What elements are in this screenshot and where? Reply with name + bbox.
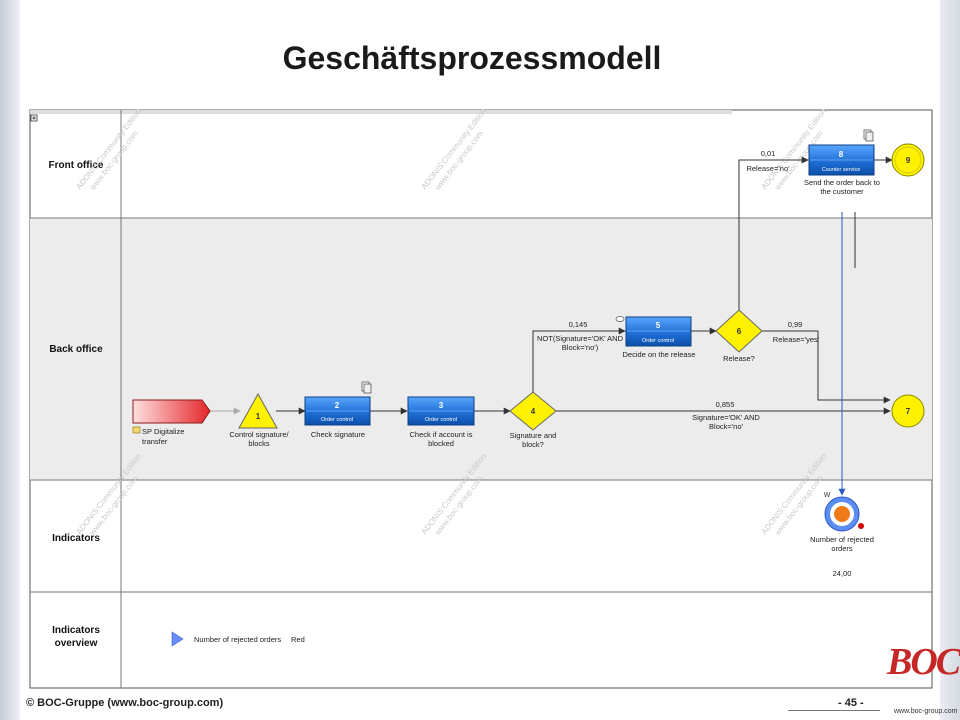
document-icon <box>863 129 874 142</box>
indicator-flag: W <box>824 492 831 499</box>
edge-label-001: 0,01 <box>761 149 776 158</box>
lane-label-back-office: Back office <box>49 344 103 355</box>
edge-label-099: 0,99 <box>788 320 803 329</box>
document-icon <box>361 381 372 394</box>
end-event-7[interactable]: 7 <box>891 394 925 428</box>
decision-4-number: 4 <box>531 407 536 416</box>
decision-6-number: 6 <box>737 327 742 336</box>
indicator-value: 24,00 <box>833 569 852 578</box>
activity-5-number: 5 <box>656 321 661 330</box>
activity-3-label-box: Check if account is blocked <box>409 430 473 448</box>
activity-2-label: Check signature <box>311 430 365 439</box>
activity-5-label: Decide on the release <box>622 350 696 359</box>
connectors <box>210 156 893 496</box>
right-decor-strip <box>940 0 960 720</box>
folder-icon <box>132 426 141 434</box>
edge-label-0145: 0,145 <box>569 320 588 329</box>
activity-3-number: 3 <box>439 401 444 410</box>
edge-d6-a8 <box>738 156 809 310</box>
indicator-label: Number of rejected orders <box>810 535 874 553</box>
start-process-interface[interactable] <box>132 399 211 424</box>
play-icon <box>171 631 184 647</box>
start-label-2: transfer <box>142 437 168 446</box>
edge-label-0855: 0,855 <box>716 400 735 409</box>
decision-6[interactable]: 6 <box>715 309 763 353</box>
start-label: SP Digitalize <box>142 427 184 436</box>
activity-2-tag: Order control <box>321 417 353 423</box>
decision-6-label: Release? <box>723 354 755 363</box>
decision-4[interactable]: 4 <box>509 391 557 431</box>
decision-4-label: Signature and block? <box>509 431 557 449</box>
decision-1-label: Control signature/ blocks <box>229 430 289 448</box>
decision-1-label-box: Control signature/ blocks <box>229 430 289 448</box>
activity-3-label: Check if account is blocked <box>409 430 473 448</box>
lane-label-front-office: Front office <box>49 160 104 171</box>
lane-label-indicators-overview-box: Indicators overview <box>52 625 100 649</box>
activity-3[interactable]: 3 Order control <box>407 396 475 426</box>
edge-cond-0855-box: Signature='OK' AND Block='no' <box>692 413 760 431</box>
indicator-label-box: Number of rejected orders <box>810 535 874 553</box>
activity-5-tag: Order control <box>642 338 674 344</box>
decision-1-number: 1 <box>256 412 261 421</box>
decision-4-label-box: Signature and block? <box>509 431 557 449</box>
activity-8-tag: Counter service <box>822 167 861 173</box>
lane-label-indicators-overview: Indicators overview <box>52 625 100 649</box>
lane-label-indicators: Indicators <box>52 533 100 544</box>
activity-3-tag: Order control <box>425 417 457 423</box>
swimlane-frame <box>29 109 933 689</box>
activity-8-number: 8 <box>839 150 844 159</box>
activity-8-label: Send the order back to the customer <box>804 178 880 196</box>
activity-8[interactable]: 8 Counter service <box>808 144 875 176</box>
edge-cond-099: Release='yes' <box>773 335 820 344</box>
edge-cond-0145-box: NOT(Signature='OK' AND Block='no') <box>536 334 624 352</box>
edge-d6-e7 <box>762 330 891 404</box>
activity-5[interactable]: 5 Order control <box>625 316 692 347</box>
footer-copyright: © BOC-Gruppe (www.boc-group.com) <box>26 697 224 709</box>
indicator-status-dot <box>858 523 864 529</box>
boc-logo: BOC <box>887 641 960 683</box>
end-event-9[interactable]: 9 <box>891 143 925 177</box>
activity-8-label-box: Send the order back to the customer <box>804 178 880 196</box>
indicator-target-icon[interactable] <box>824 496 860 532</box>
activity-2[interactable]: 2 Order control <box>304 396 371 426</box>
end-7-number: 7 <box>906 407 911 416</box>
activity-2-number: 2 <box>335 401 340 410</box>
left-decor-stripe <box>0 0 20 720</box>
activity-5-label-box: Decide on the release <box>622 350 696 359</box>
page-title: Geschäftsprozessmodell <box>282 40 662 76</box>
edge-cond-001: Release='no' <box>746 164 790 173</box>
ellipse-marker-icon <box>615 316 625 322</box>
end-9-number: 9 <box>906 156 911 165</box>
footer-page-number: - 45 - <box>838 697 864 709</box>
overview-indicator-name: Number of rejected orders <box>194 635 281 644</box>
logo-url: www.boc-group.com <box>894 708 958 715</box>
edge-d4-a5 <box>532 327 626 392</box>
footer-divider <box>788 710 880 711</box>
edge-cond-0855: Signature='OK' AND Block='no' <box>692 413 760 431</box>
overview-indicator-status: Red <box>291 635 305 644</box>
edge-cond-0145: NOT(Signature='OK' AND Block='no') <box>536 334 624 352</box>
decision-1-triangle[interactable]: 1 <box>238 392 278 429</box>
